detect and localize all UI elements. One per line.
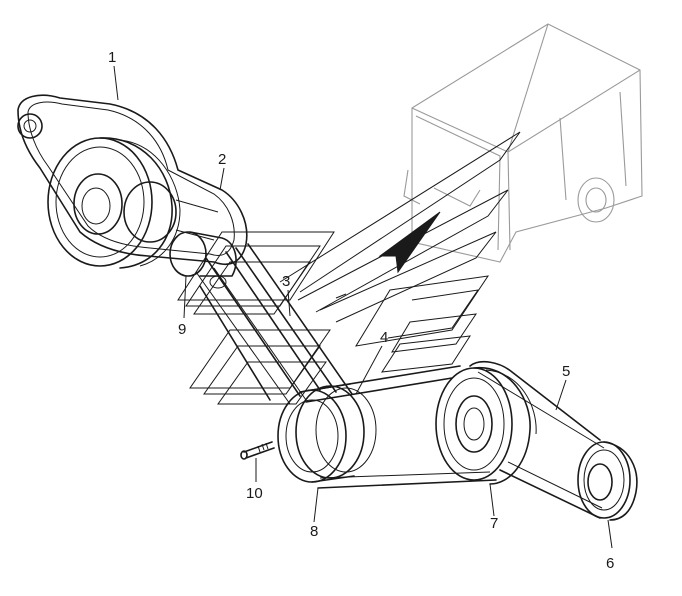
callout-2: 2 — [218, 151, 227, 168]
upper-belt-assembly — [17, 94, 248, 269]
callout-3: 3 — [282, 273, 291, 290]
callout-4: 4 — [380, 329, 389, 346]
leader-lines — [113, 65, 613, 549]
idler-cylinder — [169, 231, 237, 289]
direction-arrow — [378, 211, 441, 274]
callout-1: 1 — [108, 49, 117, 66]
pulley-7 — [435, 367, 537, 485]
arrow-base-stub — [335, 293, 347, 299]
orientation-planes — [177, 131, 521, 405]
right-belt — [469, 360, 605, 519]
callout-5: 5 — [562, 363, 571, 380]
lower-belt — [299, 365, 497, 489]
pulley-6 — [577, 441, 638, 521]
callout-6: 6 — [606, 555, 615, 572]
vehicle-outline — [403, 23, 643, 263]
bolt-10 — [240, 441, 275, 460]
callout-9: 9 — [178, 321, 187, 338]
callout-10: 10 — [246, 485, 263, 502]
callout-7: 7 — [490, 515, 499, 532]
long-belt — [195, 243, 353, 405]
callout-8: 8 — [310, 523, 319, 540]
